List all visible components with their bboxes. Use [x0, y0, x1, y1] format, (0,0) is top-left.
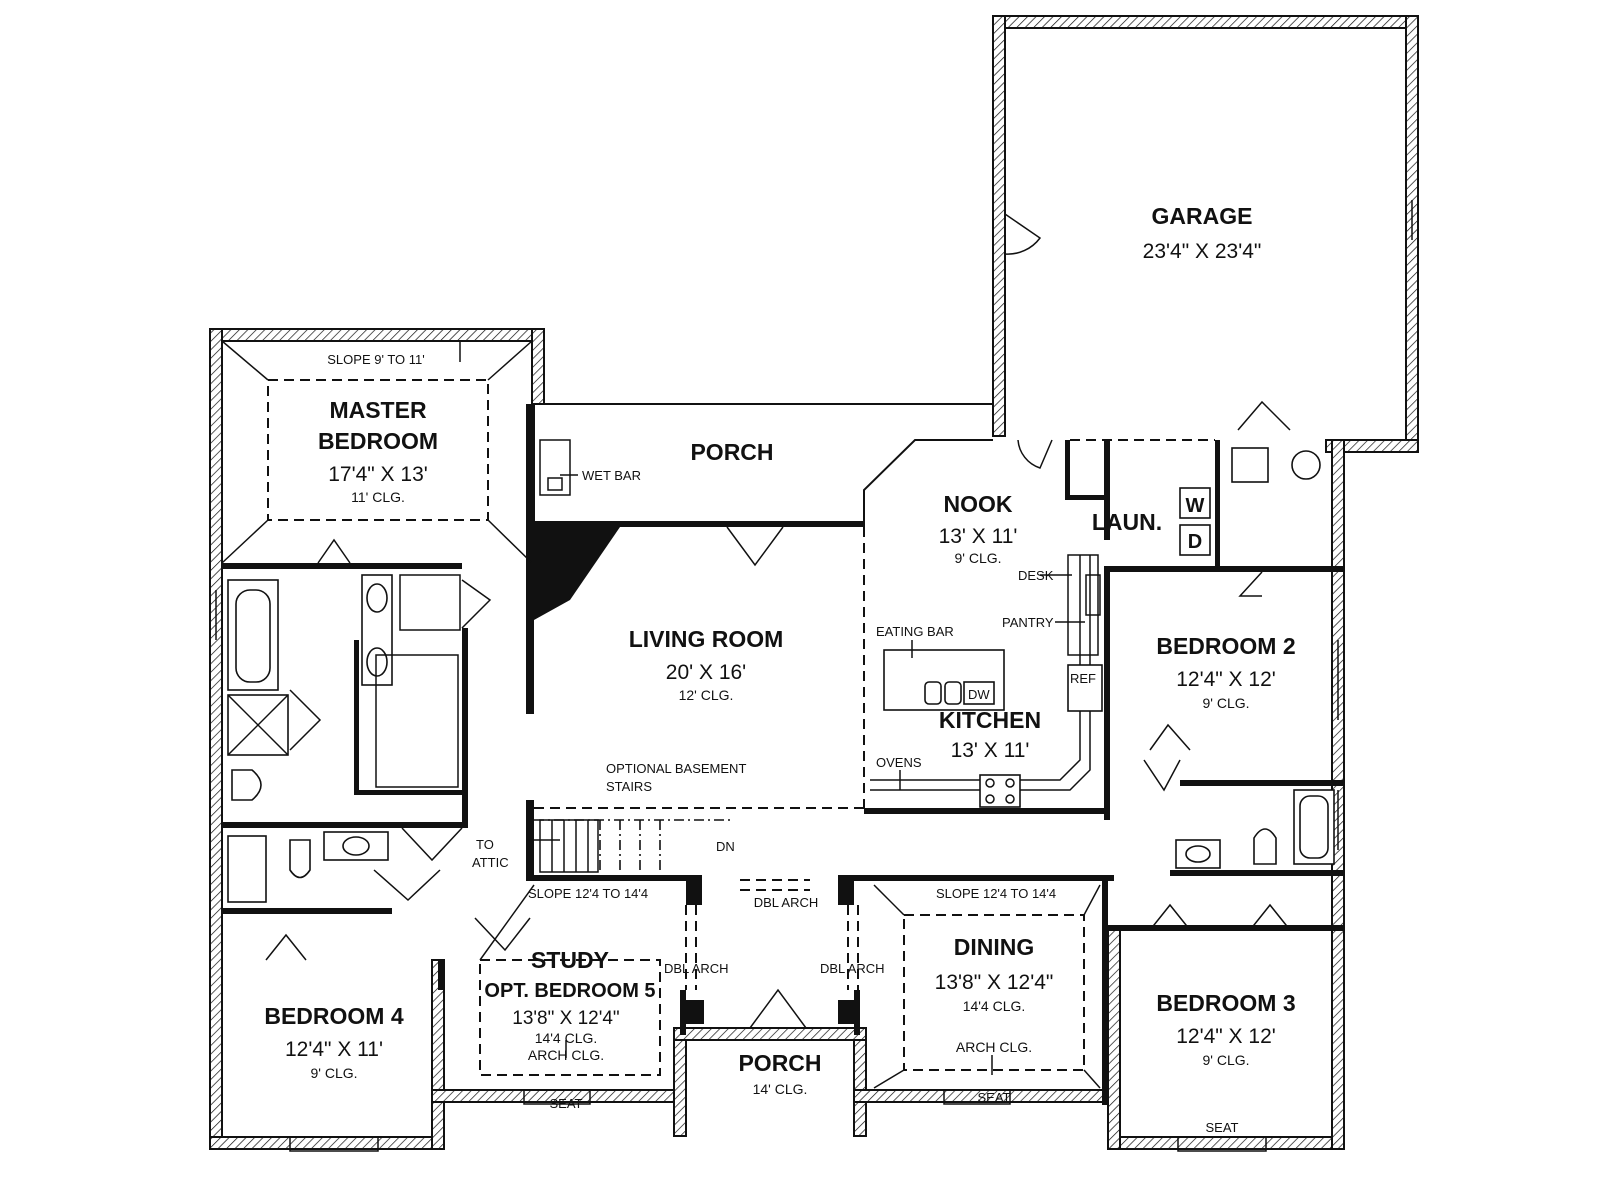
ref-label: REF: [1070, 671, 1096, 686]
front-porch-name: PORCH: [738, 1050, 821, 1076]
interior-walls: [222, 403, 1344, 1105]
to-attic-line-1: TO: [476, 837, 494, 852]
bedroom4-name: BEDROOM 4: [264, 1003, 404, 1029]
dw-label: DW: [968, 687, 990, 702]
bedroom4-dims: 12'4" X 11': [285, 1038, 383, 1061]
bedroom3-name: BEDROOM 3: [1156, 990, 1295, 1016]
living-dims: 20' X 16': [666, 661, 746, 684]
study-ceiling: 14'4 CLG.: [535, 1030, 598, 1046]
laundry-name: LAUN.: [1092, 509, 1162, 535]
master-dims: 17'4" X 13': [328, 463, 428, 486]
ovens-label: OVENS: [876, 755, 922, 770]
arrows: [459, 342, 1085, 1075]
basement-stairs-line-1: OPTIONAL BASEMENT: [606, 761, 746, 776]
wet-bar-label: WET BAR: [582, 468, 641, 483]
washer-label: W: [1186, 495, 1205, 517]
eating-bar-label: EATING BAR: [876, 624, 954, 639]
dining-ceiling: 14'4 CLG.: [963, 998, 1026, 1014]
nook-dims: 13' X 11': [939, 525, 1018, 548]
bedroom2-dims: 12'4" X 12': [1176, 668, 1276, 691]
garage-name: GARAGE: [1152, 203, 1253, 229]
study-seat: SEAT: [550, 1096, 583, 1111]
nook-ceiling: 9' CLG.: [954, 550, 1001, 566]
down-label: DN: [716, 839, 735, 854]
kitchen-dims: 13' X 11': [951, 739, 1030, 762]
rear-porch-name: PORCH: [690, 439, 773, 465]
nook-name: NOOK: [944, 491, 1013, 517]
study-alt-name: OPT. BEDROOM 5: [484, 980, 655, 1002]
master-slope: SLOPE 9' TO 11': [327, 352, 424, 367]
bedroom3-seat: SEAT: [1206, 1120, 1239, 1135]
study-arch: ARCH CLG.: [528, 1047, 604, 1063]
dining-dims: 13'8" X 12'4": [935, 971, 1054, 994]
garage-dims: 23'4" X 23'4": [1143, 240, 1262, 263]
exterior-walls: [209, 15, 1419, 1150]
to-attic-line-2: ATTIC: [472, 855, 509, 870]
bedroom3-dims: 12'4" X 12': [1176, 1025, 1276, 1048]
dining-arch: ARCH CLG.: [956, 1039, 1032, 1055]
dining-name: DINING: [954, 934, 1035, 960]
dining-seat: SEAT: [978, 1090, 1011, 1105]
master-ceiling: 11' CLG.: [351, 489, 405, 505]
room-labels: GARAGE 23'4" X 23'4" SLOPE 9' TO 11' MAS…: [264, 203, 1295, 1135]
living-name: LIVING ROOM: [629, 626, 784, 652]
fixtures: [215, 200, 1413, 1152]
bedroom4-ceiling: 9' CLG.: [310, 1065, 357, 1081]
pantry-label: PANTRY: [1002, 615, 1054, 630]
study-dims: 13'8" X 12'4": [512, 1008, 619, 1029]
living-ceiling: 12' CLG.: [679, 687, 734, 703]
dryer-label: D: [1188, 531, 1202, 553]
bedroom3-ceiling: 9' CLG.: [1202, 1052, 1249, 1068]
front-porch-ceiling: 14' CLG.: [753, 1081, 808, 1097]
study-dbl-arch: DBL ARCH: [664, 961, 729, 976]
desk-label: DESK: [1018, 568, 1054, 583]
master-name-1: MASTER: [329, 397, 427, 423]
ceiling-lines: [221, 340, 1215, 1089]
dining-slope: SLOPE 12'4 TO 14'4: [936, 886, 1056, 901]
bedroom2-name: BEDROOM 2: [1156, 633, 1295, 659]
kitchen-name: KITCHEN: [939, 707, 1041, 733]
study-slope: SLOPE 12'4 TO 14'4: [528, 886, 648, 901]
foyer-dbl-arch: DBL ARCH: [754, 895, 819, 910]
bedroom2-ceiling: 9' CLG.: [1202, 695, 1249, 711]
dining-dbl-arch: DBL ARCH: [820, 961, 885, 976]
study-name: STUDY: [531, 947, 609, 973]
basement-stairs-line-2: STAIRS: [606, 779, 652, 794]
master-name-2: BEDROOM: [318, 428, 438, 454]
doors: [265, 213, 1291, 1029]
